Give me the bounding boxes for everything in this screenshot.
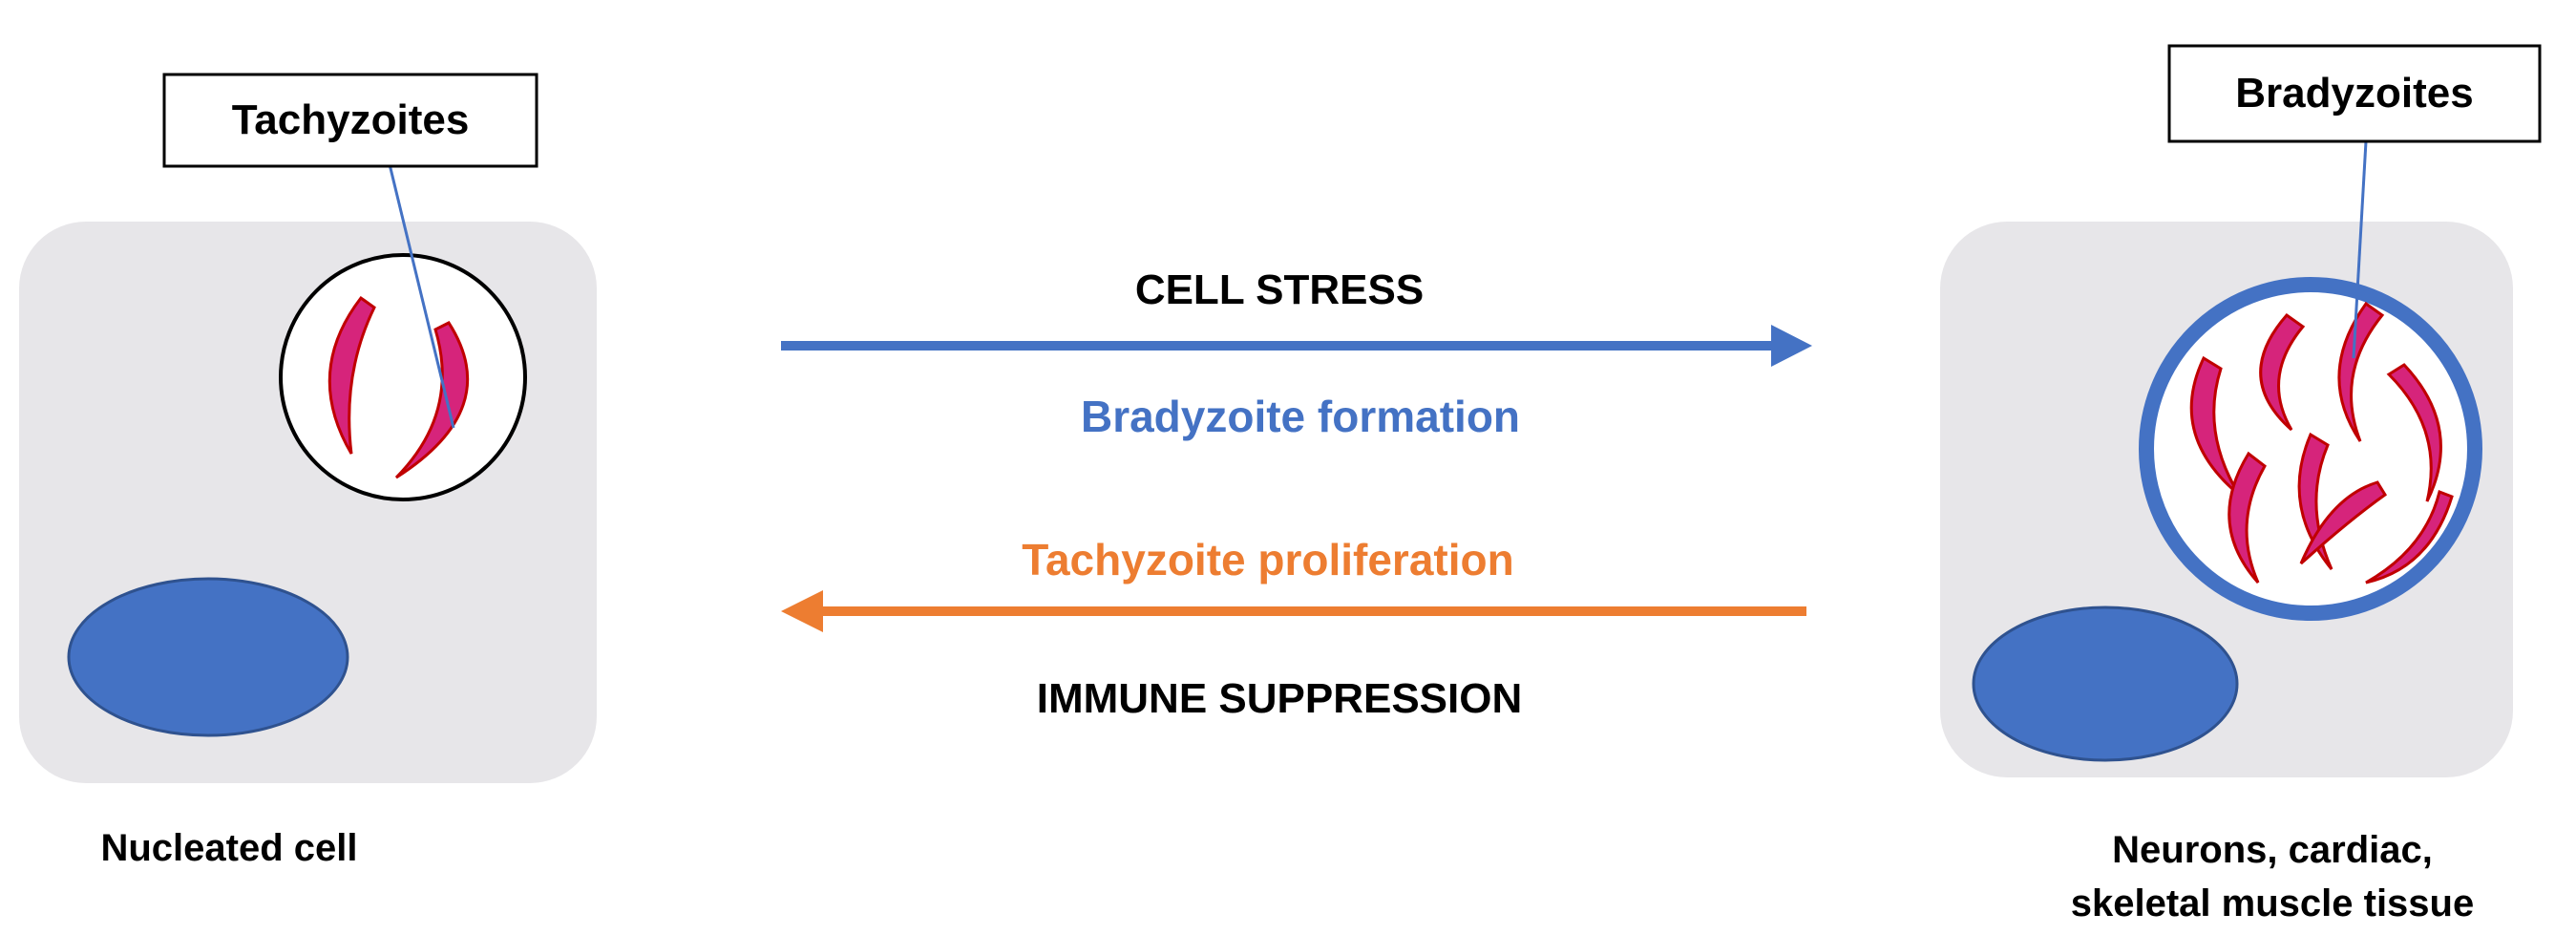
bradyzoite-parasite — [2386, 363, 2442, 502]
bradyzoite-parasite — [2299, 480, 2388, 565]
bradyzoites-leader-line — [2352, 140, 2368, 359]
bradyzoite-parasite — [2297, 432, 2333, 570]
right-cell-nucleus — [1972, 606, 2239, 762]
tachyzoite-parasite — [327, 295, 376, 455]
left-cell-caption-text: Nucleated cell — [100, 827, 358, 869]
reverse-arrow-head — [781, 590, 823, 632]
forward-condition-label: CELL STRESS — [1135, 266, 1424, 313]
right-cell-caption-line-1: Neurons, cardiac, — [2112, 829, 2433, 871]
nucleated-cell — [19, 222, 597, 783]
bradyzoite-parasite — [2259, 312, 2306, 432]
bradyzoite-parasite — [2365, 489, 2454, 584]
reverse-process-label: Tachyzoite proliferation — [1022, 535, 1513, 584]
forward-process-label: Bradyzoite formation — [1081, 392, 1520, 441]
right-cell-caption: Neurons, cardiac, skeletal muscle tissue — [2005, 823, 2540, 930]
tissue-cell — [1940, 222, 2513, 777]
tachyzoites-label: Tachyzoites — [232, 96, 470, 143]
tachyzoites-label-box — [162, 73, 538, 168]
left-cell-nucleus — [67, 577, 349, 737]
tachyzoites-leader-line — [388, 163, 455, 429]
tachyzoite-vacuole — [279, 253, 527, 501]
bradyzoite-parasite — [2337, 301, 2385, 442]
forward-arrow-head — [1771, 325, 1812, 367]
bradyzoite-parasite — [2228, 451, 2267, 584]
bradyzoites-label: Bradyzoites — [2235, 70, 2473, 117]
right-cell-caption-line-2: skeletal muscle tissue — [2070, 882, 2475, 924]
tachyzoite-parasite — [394, 321, 470, 479]
bradyzoites-label-box — [2167, 44, 2542, 143]
reverse-condition-label: IMMUNE SUPPRESSION — [1037, 675, 1523, 722]
left-cell-caption: Nucleated cell — [57, 821, 401, 875]
